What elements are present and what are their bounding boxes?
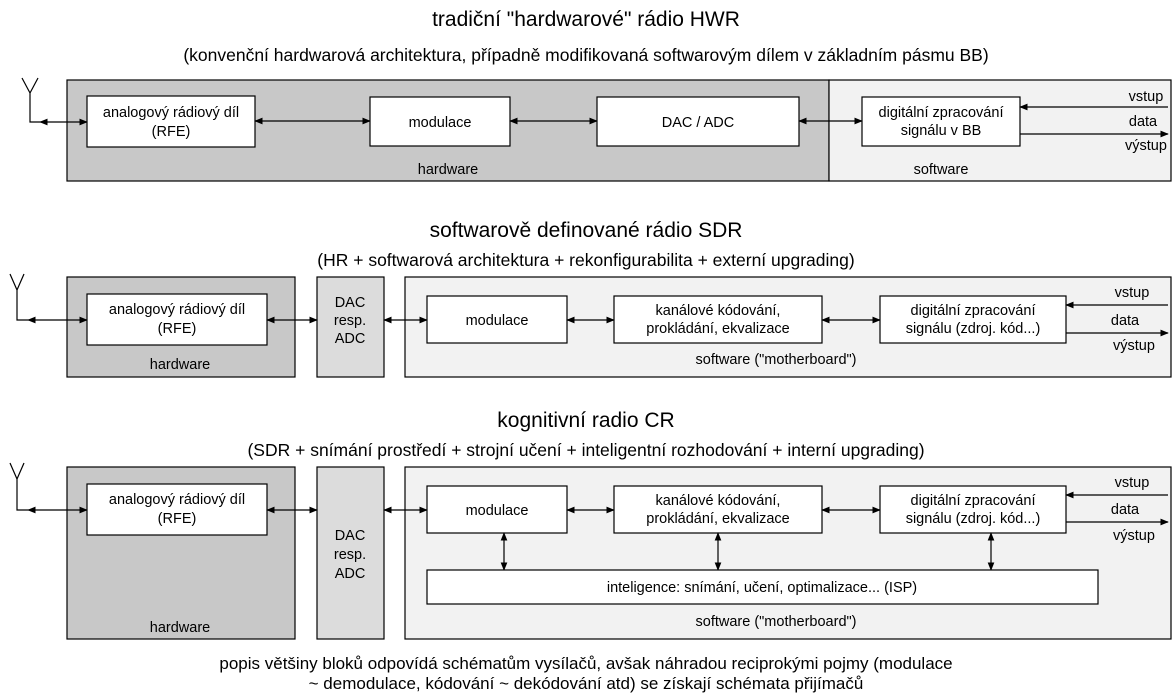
cr-kanal-line2: prokládání, ekvalizace (646, 511, 789, 527)
footer-line-1: popis většiny bloků odpovídá schématům v… (219, 654, 953, 673)
sdr-software-label: software ("motherboard") (696, 352, 857, 368)
cr-dsp-line2: signálu (zdroj. kód...) (906, 511, 1041, 527)
hwr-dsp-line1: digitální zpracování (879, 105, 1004, 121)
sdr-kanal-line1: kanálové kódování, (656, 303, 781, 319)
sdr-data-label: data (1111, 313, 1140, 329)
hwr-dacadc-block (596, 96, 800, 147)
sdr-dsp-block (879, 295, 1067, 344)
cr-dsp-block (879, 485, 1067, 534)
cr-rfe-block (86, 483, 268, 536)
sdr-dac-line1: DAC (335, 295, 366, 311)
sdr-vstup-label: vstup (1115, 285, 1150, 301)
cr-vstup-label: vstup (1115, 475, 1150, 491)
hwr-section: analogový rádiový díl (RFE) modulace DAC… (21, 77, 1172, 182)
cr-dac-line1: DAC (335, 528, 366, 544)
cr-dac-line3: ADC (335, 566, 366, 582)
hwr-rfe-line2: (RFE) (152, 124, 191, 140)
sdr-rfe-block (86, 293, 268, 346)
sdr-title: softwarově definované rádio SDR (429, 219, 743, 242)
cr-isp-label: inteligence: snímání, učení, optimalizac… (607, 580, 917, 596)
sdr-dac-line2: resp. (334, 313, 366, 329)
sdr-dac-line3: ADC (335, 331, 366, 347)
cr-software-label: software ("motherboard") (696, 614, 857, 630)
hwr-dsp-line2: signálu v BB (901, 123, 982, 139)
cr-dac-line2: resp. (334, 547, 366, 563)
hwr-software-label: software (914, 162, 969, 178)
sdr-modulace-label: modulace (466, 313, 529, 329)
sdr-vystup-label: výstup (1113, 338, 1155, 354)
cr-isp-block (426, 569, 1099, 605)
hwr-rfe-line1: analogový rádiový díl (103, 105, 239, 121)
cr-dac-block (316, 466, 385, 640)
hwr-vstup-label: vstup (1129, 89, 1164, 105)
sdr-rfe-line2: (RFE) (158, 321, 197, 337)
hwr-title: tradiční "hardwarové" rádio HWR (432, 8, 740, 31)
hwr-modulace-block (369, 96, 511, 147)
cr-dsp-line1: digitální zpracování (911, 493, 1036, 509)
cr-vystup-label: výstup (1113, 528, 1155, 544)
cr-rfe-line2: (RFE) (158, 511, 197, 527)
hwr-vystup-label: výstup (1125, 138, 1167, 154)
sdr-subtitle: (HR + softwarová architektura + rekonfig… (317, 250, 855, 270)
footer-line-2: ~ demodulace, kódování ~ dekódování atd)… (308, 674, 864, 693)
cr-title: kognitivní radio CR (497, 409, 675, 432)
cr-subtitle: (SDR + snímání prostředí + strojní učení… (247, 440, 925, 460)
hwr-data-label: data (1129, 114, 1158, 130)
hwr-hardware-label: hardware (418, 162, 478, 178)
sdr-antenna-icon (9, 273, 28, 321)
cr-modulace-block (426, 485, 568, 534)
sdr-dac-block (316, 276, 385, 378)
cr-hardware-label: hardware (150, 620, 210, 636)
sdr-hardware-label: hardware (150, 357, 210, 373)
sdr-modulace-block (426, 295, 568, 344)
cr-data-label: data (1111, 502, 1140, 518)
sdr-dsp-line2: signálu (zdroj. kód...) (906, 321, 1041, 337)
hwr-dacadc-label: DAC / ADC (662, 115, 735, 131)
sdr-rfe-line1: analogový rádiový díl (109, 302, 245, 318)
hwr-rfe-block (86, 95, 256, 148)
hwr-modulace-label: modulace (409, 115, 472, 131)
hwr-antenna-icon (21, 77, 40, 123)
sdr-dsp-line1: digitální zpracování (911, 303, 1036, 319)
cr-modulace-label: modulace (466, 503, 529, 519)
hwr-dsp-block (861, 96, 1021, 147)
hwr-subtitle: (konvenční hardwarová architektura, příp… (183, 45, 989, 65)
cr-antenna-icon (9, 462, 28, 511)
cr-section: analogový rádiový díl (RFE) DAC resp. AD… (9, 462, 1172, 640)
sdr-kanal-line2: prokládání, ekvalizace (646, 321, 789, 337)
cr-rfe-line1: analogový rádiový díl (109, 492, 245, 508)
cr-kanal-line1: kanálové kódování, (656, 493, 781, 509)
sdr-section: analogový rádiový díl (RFE) DAC resp. AD… (9, 273, 1172, 378)
